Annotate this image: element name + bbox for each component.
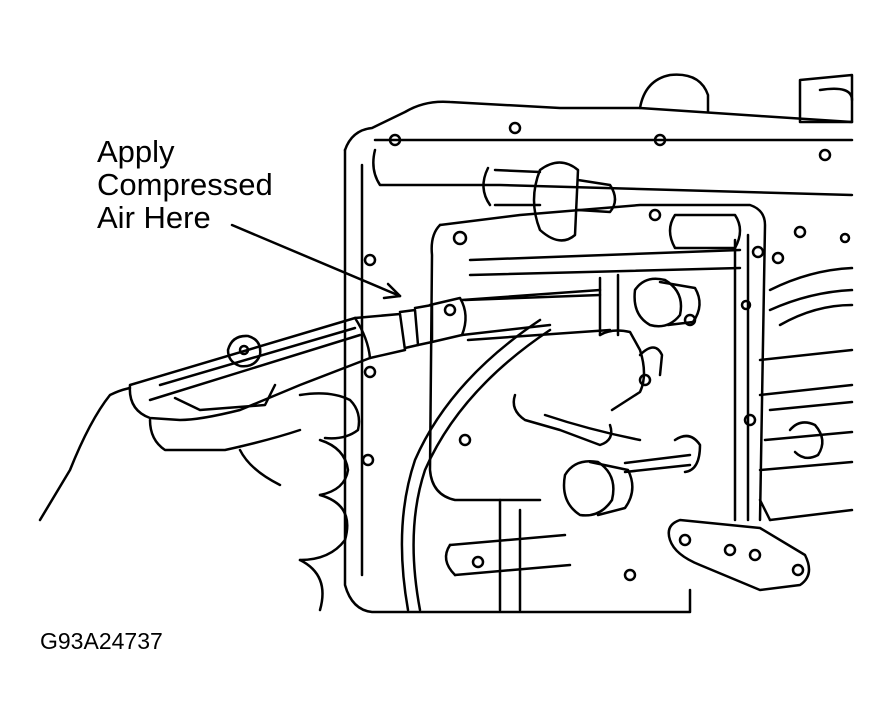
callout-line-3: Air Here [97,200,211,235]
figure-id-label: G93A24737 [40,628,163,654]
callout-line-2: Compressed [97,167,273,202]
detent-plate [667,518,811,592]
plug-fittings [562,277,824,517]
valve-body-plate [428,161,851,522]
transmission-case [343,73,854,614]
lower-passages [444,498,637,612]
nozzle [398,288,602,350]
hand [38,386,361,612]
air-hose [400,318,552,612]
linkage-lever [512,329,702,474]
clutch-pack [758,266,854,522]
air-gun [128,312,407,422]
callout-leader [230,223,402,300]
callout-line-1: Apply [97,134,175,169]
